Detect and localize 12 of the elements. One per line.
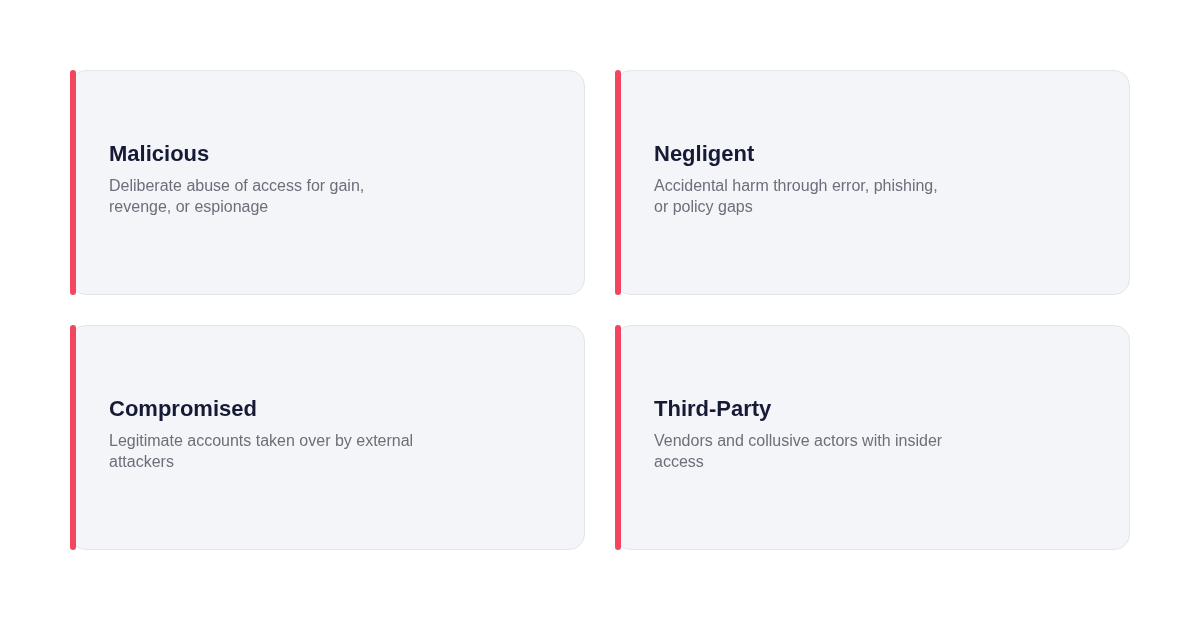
card-description: Legitimate accounts taken over by external attackers	[109, 430, 415, 472]
card-description: Accidental harm through error, phishing, or policy gaps	[654, 175, 939, 217]
category-card	[615, 70, 1130, 295]
category-card	[70, 70, 585, 295]
category-card	[615, 325, 1130, 550]
card-description: Vendors and collusive actors with insider access	[654, 430, 944, 472]
card-description: Deliberate abuse of access for gain, revenge, or espionage	[109, 175, 366, 217]
category-card	[70, 325, 585, 550]
card-title: Third-Party	[654, 395, 772, 422]
card-title: Compromised	[109, 395, 257, 422]
card-title: Negligent	[654, 140, 755, 167]
card-title: Malicious	[109, 140, 210, 167]
